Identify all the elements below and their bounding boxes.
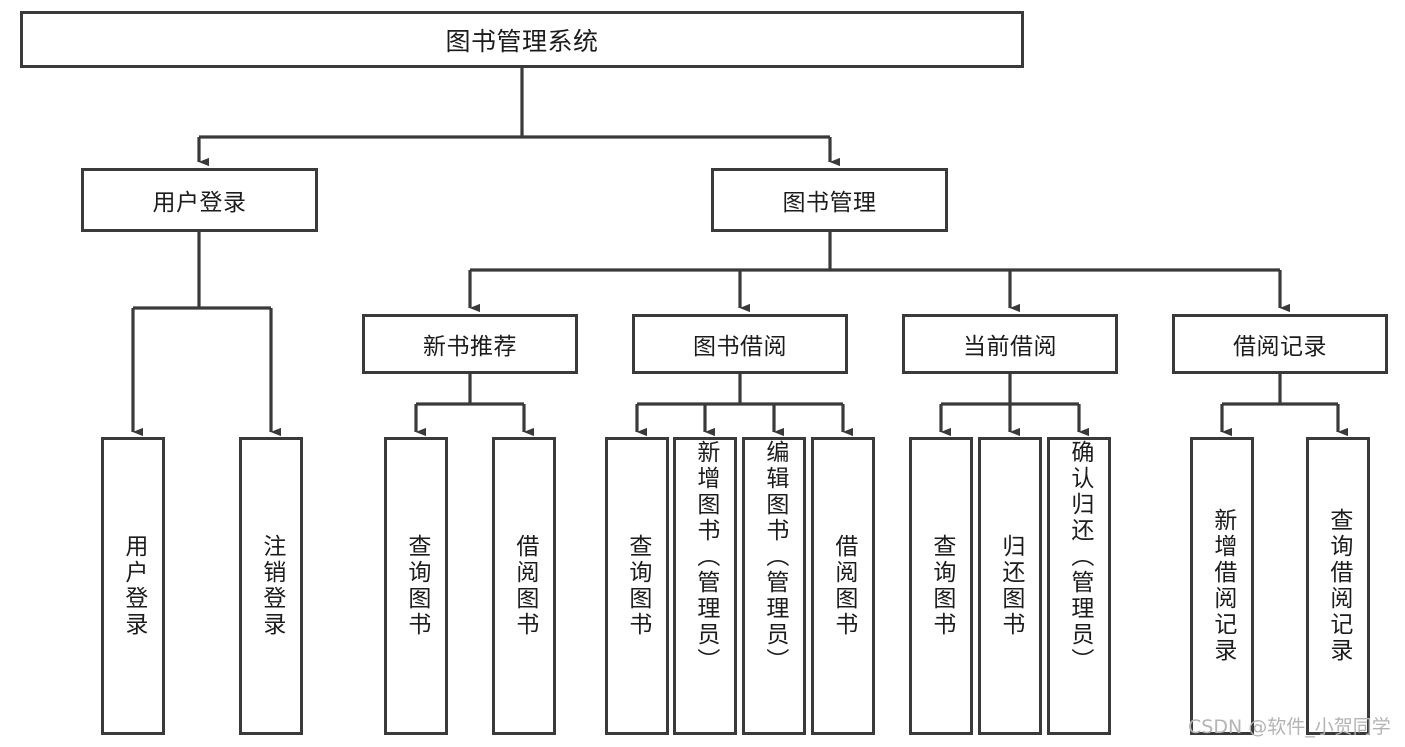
node-book-management[interactable]: 图书管理 — [711, 168, 948, 232]
leaf-new-book-borrow-books[interactable]: 借阅图书 — [492, 437, 556, 735]
leaf-new-book-query-books[interactable]: 查询图书 — [384, 437, 448, 735]
node-label: 借阅图书 — [511, 534, 538, 638]
node-label: 注销登录 — [258, 534, 285, 638]
node-borrow-record[interactable]: 借阅记录 — [1172, 314, 1388, 374]
leaf-current-return-books[interactable]: 归还图书 — [978, 437, 1042, 735]
node-label: 编辑图书（管理员） — [761, 440, 788, 674]
node-label: 新增图书（管理员） — [692, 440, 719, 674]
node-label: 查询图书 — [928, 534, 955, 638]
node-root-book-management-system[interactable]: 图书管理系统 — [20, 11, 1024, 68]
node-label: 新书推荐 — [423, 334, 517, 360]
node-label: 图书管理系统 — [445, 26, 599, 56]
leaf-borrow-query-books[interactable]: 查询图书 — [605, 437, 669, 735]
leaf-current-query-books[interactable]: 查询图书 — [909, 437, 973, 735]
leaf-borrow-borrow-books[interactable]: 借阅图书 — [811, 437, 875, 735]
leaf-user-login[interactable]: 用户登录 — [101, 437, 165, 735]
csdn-watermark: CSDN @软件_小贺同学 — [1188, 716, 1391, 738]
node-current-borrow[interactable]: 当前借阅 — [902, 314, 1118, 374]
node-label: 查询图书 — [403, 534, 430, 638]
leaf-current-confirm-return-admin[interactable]: 确认归还（管理员） — [1047, 437, 1111, 735]
node-label: 确认归还（管理员） — [1066, 440, 1093, 674]
node-label: 查询借阅记录 — [1325, 508, 1352, 664]
node-label: 借阅图书 — [830, 534, 857, 638]
leaf-logout[interactable]: 注销登录 — [239, 437, 303, 735]
node-label: 查询图书 — [624, 534, 651, 638]
node-label: 归还图书 — [997, 534, 1024, 638]
node-label: 图书管理 — [782, 190, 877, 216]
node-new-book-recommend[interactable]: 新书推荐 — [362, 314, 578, 374]
node-user-login[interactable]: 用户登录 — [81, 168, 318, 232]
node-label: 新增借阅记录 — [1209, 508, 1236, 664]
node-label: 借阅记录 — [1233, 334, 1327, 360]
node-label: 用户登录 — [120, 534, 147, 638]
node-label: 图书借阅 — [693, 334, 787, 360]
leaf-record-add-borrow-record[interactable]: 新增借阅记录 — [1190, 437, 1254, 735]
leaf-borrow-edit-book-admin[interactable]: 编辑图书（管理员） — [742, 437, 806, 735]
node-label: 当前借阅 — [963, 334, 1057, 360]
node-label: 用户登录 — [152, 190, 247, 216]
node-book-borrow[interactable]: 图书借阅 — [632, 314, 848, 374]
leaf-record-query-borrow-record[interactable]: 查询借阅记录 — [1306, 437, 1370, 735]
leaf-borrow-add-book-admin[interactable]: 新增图书（管理员） — [673, 437, 737, 735]
